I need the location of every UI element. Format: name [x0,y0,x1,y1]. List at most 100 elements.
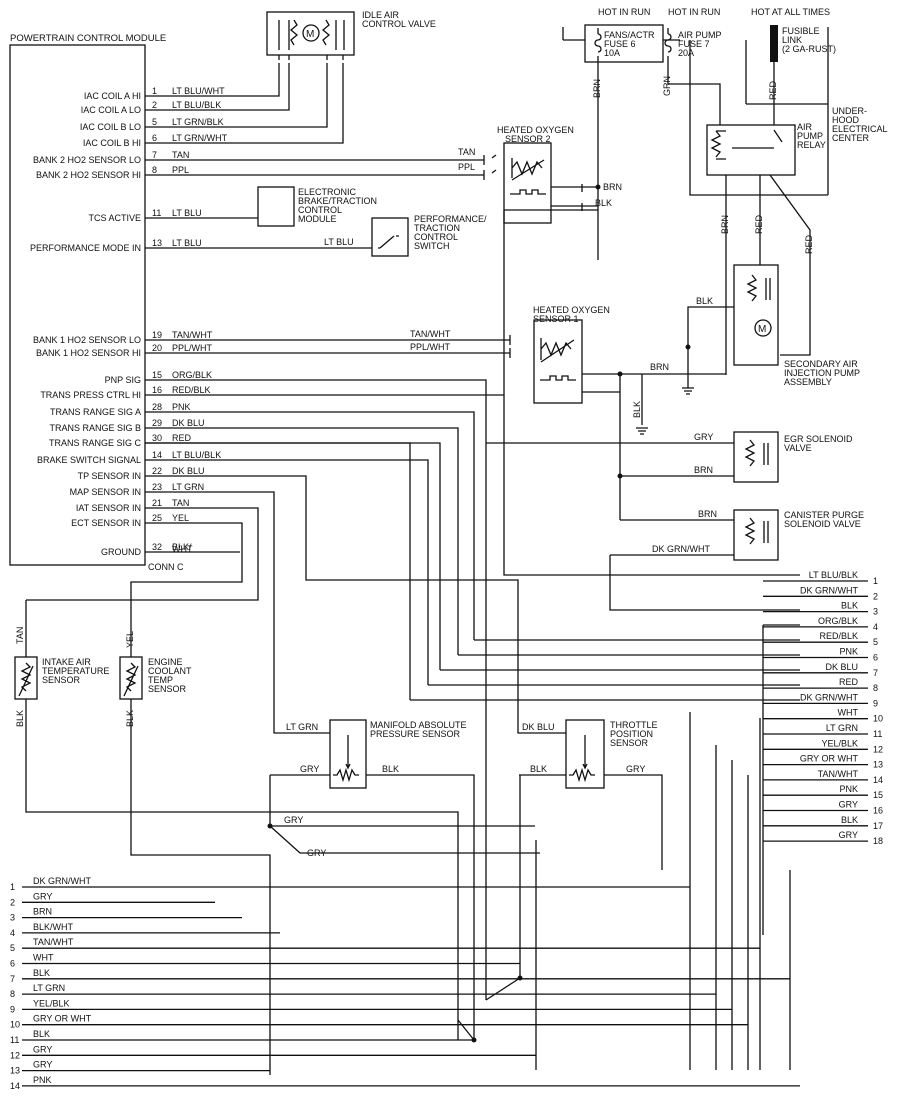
pcm-pin-wire: LT BLU [172,238,202,248]
bottom-connector-wire: GRY [33,1044,52,1054]
pcm-pin-label: PNP SIG [105,375,141,385]
ect-thermistor-icon [123,662,139,697]
right-connector-number: 17 [873,821,883,831]
pcm-pin-number: 6 [152,133,157,143]
right-connector-wire: TAN/WHT [818,769,859,779]
pcm-pin-wire: RED [172,433,192,443]
relay-label-2: PUMP [797,131,823,141]
pcm-pin-label: TRANS RANGE SIG B [49,423,141,433]
pcm-pin-label: TRANS RANGE SIG C [49,438,142,448]
pcm-pin-wire: TAN/WHT [172,330,213,340]
ebtcm-label-1: ELECTRONIC [298,187,357,197]
fuse7-label-2: FUSE 7 [678,39,710,49]
ebtcm-box [257,186,295,227]
right-connector-number: 18 [873,836,883,846]
pcm-pin-wire: LT BLU/BLK [172,100,221,110]
bottom-connector-wire: GRY [33,891,52,901]
tps-blk-label: BLK [530,764,547,774]
fuse6-icon [594,28,602,62]
ebtcm-label-2: BRAKE/TRACTION [298,196,377,206]
pcm-pin-label: IAC COIL B LO [80,122,141,132]
svg-text:M: M [758,324,766,335]
iat-label-2: TEMPERATURE [42,666,109,676]
pcm-pin-label: TCS ACTIVE [88,213,141,223]
ho2s1-blk-label: BLK [632,401,642,418]
right-connector-number: 15 [873,790,883,800]
pcm-pin-wire: LT BLU/BLK [172,450,221,460]
perf-ltblu-label: LT BLU [324,237,354,247]
pcm-pin-label: BRAKE SWITCH SIGNAL [37,455,141,465]
relay-red-label-2: RED [804,234,814,254]
pcm-pin-wire: YEL [172,513,189,523]
egr-box [733,431,779,483]
iac-wires [145,63,344,144]
pcm-pin-wire: TAN [172,150,189,160]
pcm-pin-number: 5 [152,117,157,127]
pcm-pin-label: PERFORMANCE MODE IN [30,243,141,253]
ebtcm-label-3: CONTROL [298,205,342,215]
relay-label-3: RELAY [797,140,826,150]
right-connector-number: 6 [873,653,878,663]
pcm-pin-wire: BLK/ [172,542,192,552]
ho2s2-blk-label: BLK [595,198,612,208]
fusible-link-icon [770,25,778,62]
pcm-pin-label: ECT SENSOR IN [71,518,141,528]
ho2s2-tan-label: TAN [458,147,475,157]
pcm-pin-label: BANK 2 HO2 SENSOR HI [36,170,141,180]
bottom-connector-number: 10 [10,1020,20,1030]
purge-brn-label: BRN [698,509,717,519]
pcm-pin-wire: LT BLU/WHT [172,86,225,96]
pcm-pin-number: 1 [152,86,157,96]
fuse7-grn-label: GRN [662,76,672,96]
hot-in-run-2: HOT IN RUN [668,7,720,17]
ground-icon-ho2s1 [636,427,648,435]
relay-coil-icon [710,129,783,160]
trunk-brn-label: BRN [720,215,730,234]
bottom-connector-number: 7 [10,974,15,984]
bottom-connector-wire: WHT [33,953,54,963]
hot-at-all-times: HOT AT ALL TIMES [751,7,830,17]
pcm-pin-number: 28 [152,402,162,412]
svg-text:M: M [306,29,314,40]
map-label-1: MANIFOLD ABSOLUTE [370,720,467,730]
relay-label-1: AIR [797,122,813,132]
bottom-connector-number: 2 [10,897,15,907]
fuse7-icon [664,28,672,62]
pcm-pin-wire: PPL [172,165,189,175]
pcm-pin-wire: ORG/BLK [172,370,212,380]
pcm-pin-number: 30 [152,433,162,443]
pcm-pin-label: BANK 1 HO2 SENSOR HI [36,348,141,358]
bottom-connector-number: 3 [10,913,15,923]
bottom-connector-number: 14 [10,1081,20,1091]
right-connector-number: 8 [873,683,878,693]
relay-red-label-1: RED [754,214,764,234]
iat-thermistor-icon [18,662,34,697]
map-label-2: PRESSURE SENSOR [370,729,461,739]
fuse6-label-3: 10A [604,48,620,58]
right-connector-number: 2 [873,591,878,601]
pcm-pin-label: IAC COIL A LO [81,105,141,115]
pcm-pin-label: IAC COIL A HI [84,91,141,101]
pcm-pin-number: 19 [152,330,162,340]
right-connector-number: 11 [873,729,882,739]
pump-label-3: ASSEMBLY [784,377,832,387]
link-label-1: FUSIBLE [782,26,820,36]
ho2s1-brn-label: BRN [650,362,669,372]
map-ltgrn-label: LT GRN [286,722,318,732]
ho2s2-element-icon [510,158,546,195]
right-connector-number: 5 [873,637,878,647]
bottom-connector-number: 13 [10,1066,20,1076]
pcm-pin-number: 20 [152,343,162,353]
ebtcm-label-4: MODULE [298,214,337,224]
right-connector-number: 14 [873,775,883,785]
uhec-label-1: UNDER- [832,106,867,116]
fuse6-label-1: FANS/ACTR [604,30,655,40]
right-connector-number: 1 [873,576,878,586]
pcm-pin-wire: LT GRN/BLK [172,117,224,127]
pcm-pin-label: BANK 2 HO2 SENSOR LO [33,155,141,165]
right-connector-wire: ORG/BLK [818,616,858,626]
pcm-pin-number: 11 [152,208,161,218]
bottom-connector-wire: GRY OR WHT [33,1014,92,1024]
pcm-pin-label: TP SENSOR IN [78,471,141,481]
